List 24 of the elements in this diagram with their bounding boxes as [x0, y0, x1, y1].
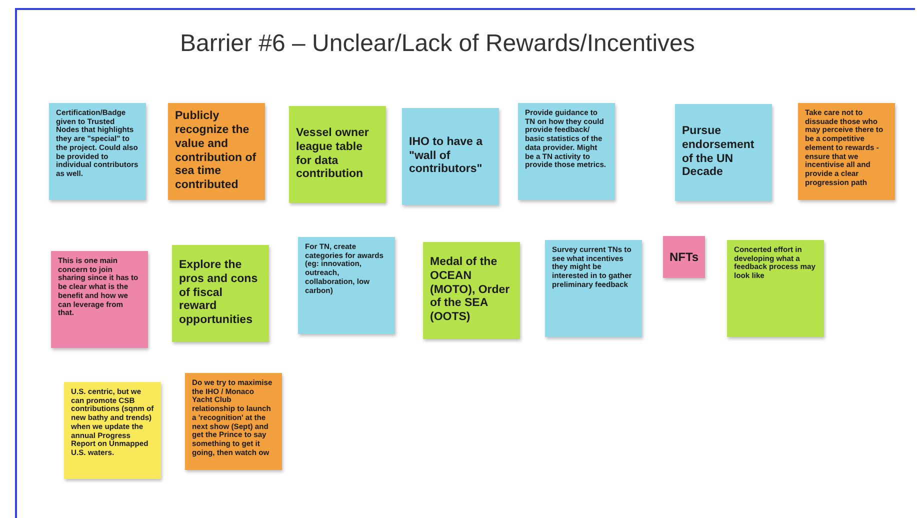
sticky-note — [663, 236, 705, 278]
sticky-note — [727, 240, 824, 337]
note-text: Medal of the OCEAN (MOTO), Order of the SEA (OOTS) — [430, 256, 511, 325]
sticky-note — [289, 106, 386, 203]
note-text: NFTs — [669, 250, 699, 264]
sticky-note — [423, 242, 520, 339]
note-text: Publicly recognize the value and contribution of sea time contributed — [175, 110, 258, 193]
sticky-note — [185, 373, 282, 470]
sticky-note — [798, 103, 895, 200]
sticky-note — [49, 103, 146, 200]
sticky-note — [545, 240, 642, 337]
sticky-note — [402, 108, 499, 205]
note-text: IHO to have a "wall of contributors" — [409, 136, 484, 178]
sticky-note — [51, 251, 148, 348]
sticky-note — [298, 237, 395, 334]
note-text: Pursue endorsement of the UN Decade — [682, 124, 756, 180]
note-text: Vessel owner league table for data contribution — [296, 126, 370, 182]
board-title: Barrier #6 – Unclear/Lack of Rewards/Incentives — [180, 30, 695, 58]
sticky-note — [168, 103, 265, 200]
sticky-note — [172, 245, 269, 342]
sticky-note — [64, 382, 161, 479]
note-text: Explore the pros and cons of fiscal reward opportunities — [179, 259, 259, 328]
sticky-note — [518, 103, 615, 200]
sticky-note — [675, 104, 772, 201]
